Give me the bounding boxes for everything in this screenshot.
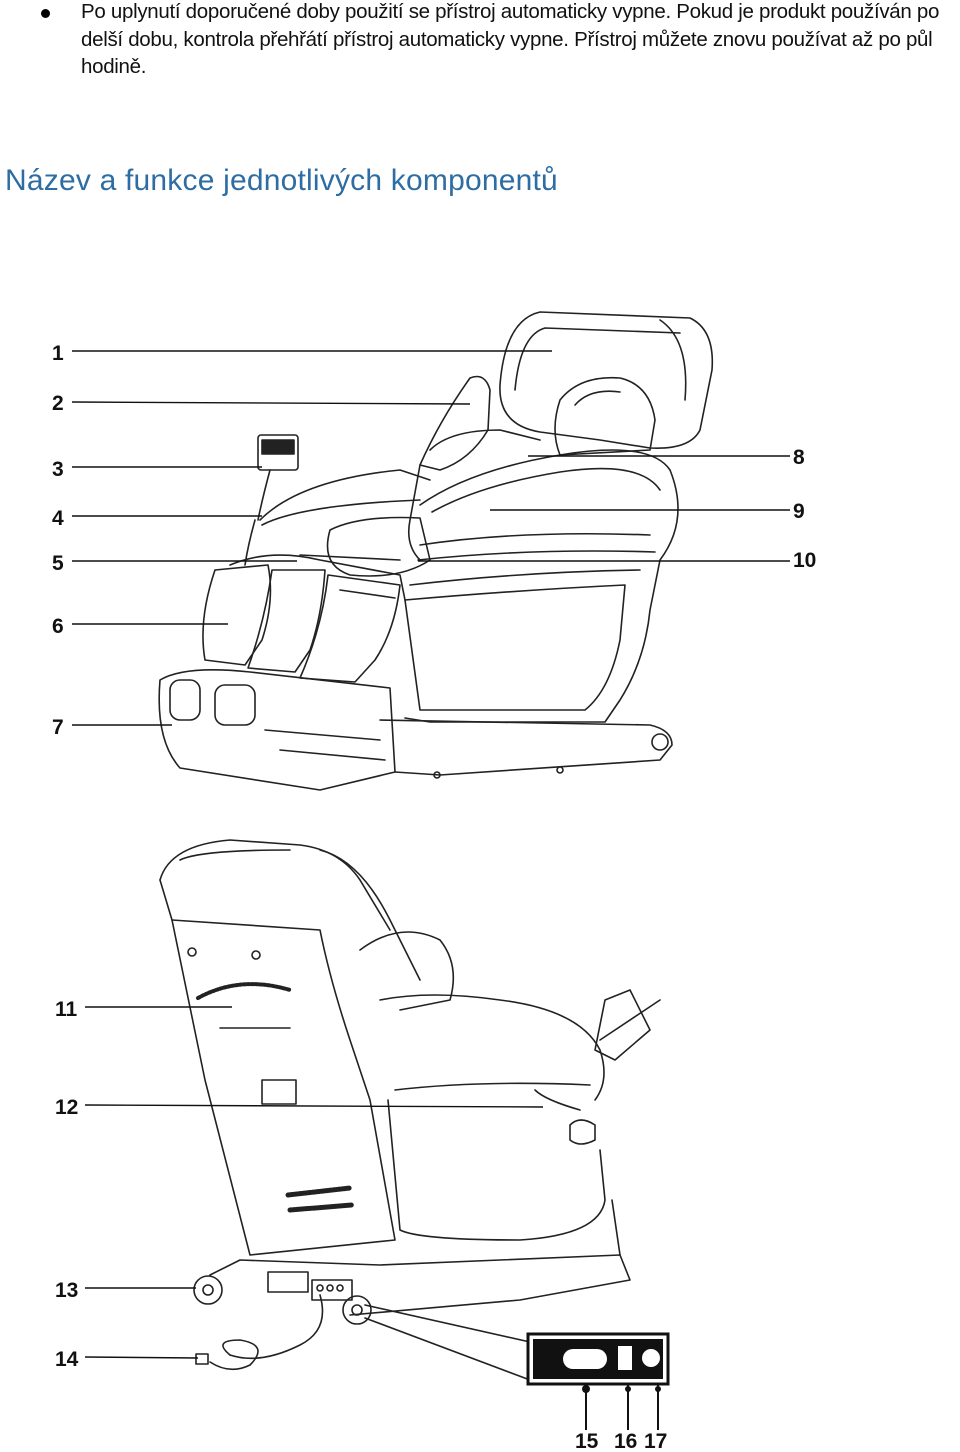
label-16: 16 [614,1430,637,1452]
connector-panel [526,1332,670,1430]
label-11: 11 [55,998,78,1021]
label-4: 4 [52,507,64,530]
label-3: 3 [52,458,64,481]
callout-numbers: 1 2 3 4 5 6 7 8 9 10 11 12 13 14 15 16 1… [52,342,816,1452]
label-6: 6 [52,615,64,638]
label-17: 17 [644,1430,667,1452]
label-12: 12 [55,1096,78,1119]
front-chair-illustration [158,311,714,791]
label-14: 14 [55,1348,79,1371]
label-15: 15 [575,1430,599,1452]
label-7: 7 [52,716,64,739]
label-5: 5 [52,552,64,575]
label-8: 8 [793,446,805,469]
leader-lines [71,350,790,1359]
chair-diagram: 1 2 3 4 5 6 7 8 9 10 11 12 13 14 15 16 1… [52,311,816,1452]
label-10: 10 [793,549,816,572]
label-9: 9 [793,500,805,523]
section-heading: Název a funkce jednotlivých komponentů [5,164,558,197]
components-figure: 1 2 3 4 5 6 7 8 9 10 11 12 13 14 15 16 1… [0,290,960,1452]
label-13: 13 [55,1279,78,1302]
bullet-text: Po uplynutí doporučené doby použití se p… [81,0,940,78]
label-1: 1 [52,342,64,365]
label-2: 2 [52,392,64,415]
bullet-icon [41,9,50,18]
rear-chair-illustration [159,839,661,1381]
